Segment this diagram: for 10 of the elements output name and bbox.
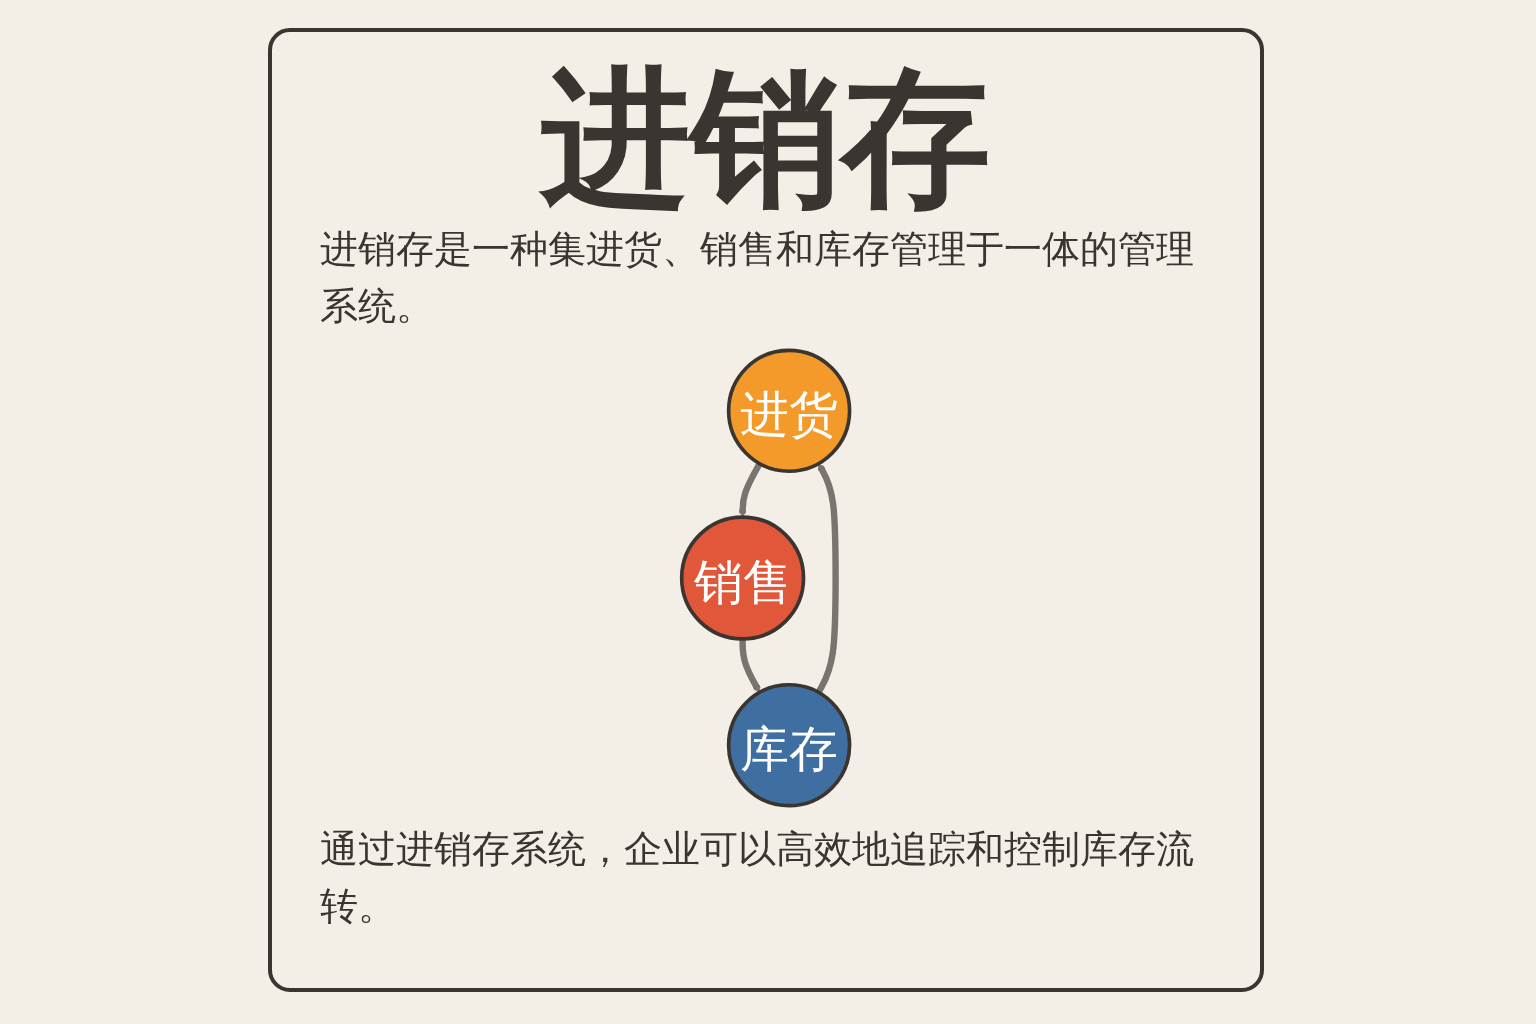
title: 进销存 — [272, 56, 1260, 221]
arrow — [739, 638, 762, 693]
card-background: 进销存 进销存是一种集进货、销售和库存管理于一体的管理系统。 进货 销售 库存 通过进销存系统，企业可以高效地追踪和控制库存流转。 — [268, 28, 1264, 992]
arrow — [738, 462, 763, 518]
description-text: 进销存是一种集进货、销售和库存管理于一体的管理系统。 — [320, 226, 1195, 330]
arrow — [816, 463, 840, 694]
description-text: 通过进销存系统，企业可以高效地追踪和控制库存流转。 — [320, 826, 1195, 930]
node-circle — [727, 348, 852, 474]
node-circle — [680, 515, 806, 641]
node-circle — [727, 682, 852, 808]
